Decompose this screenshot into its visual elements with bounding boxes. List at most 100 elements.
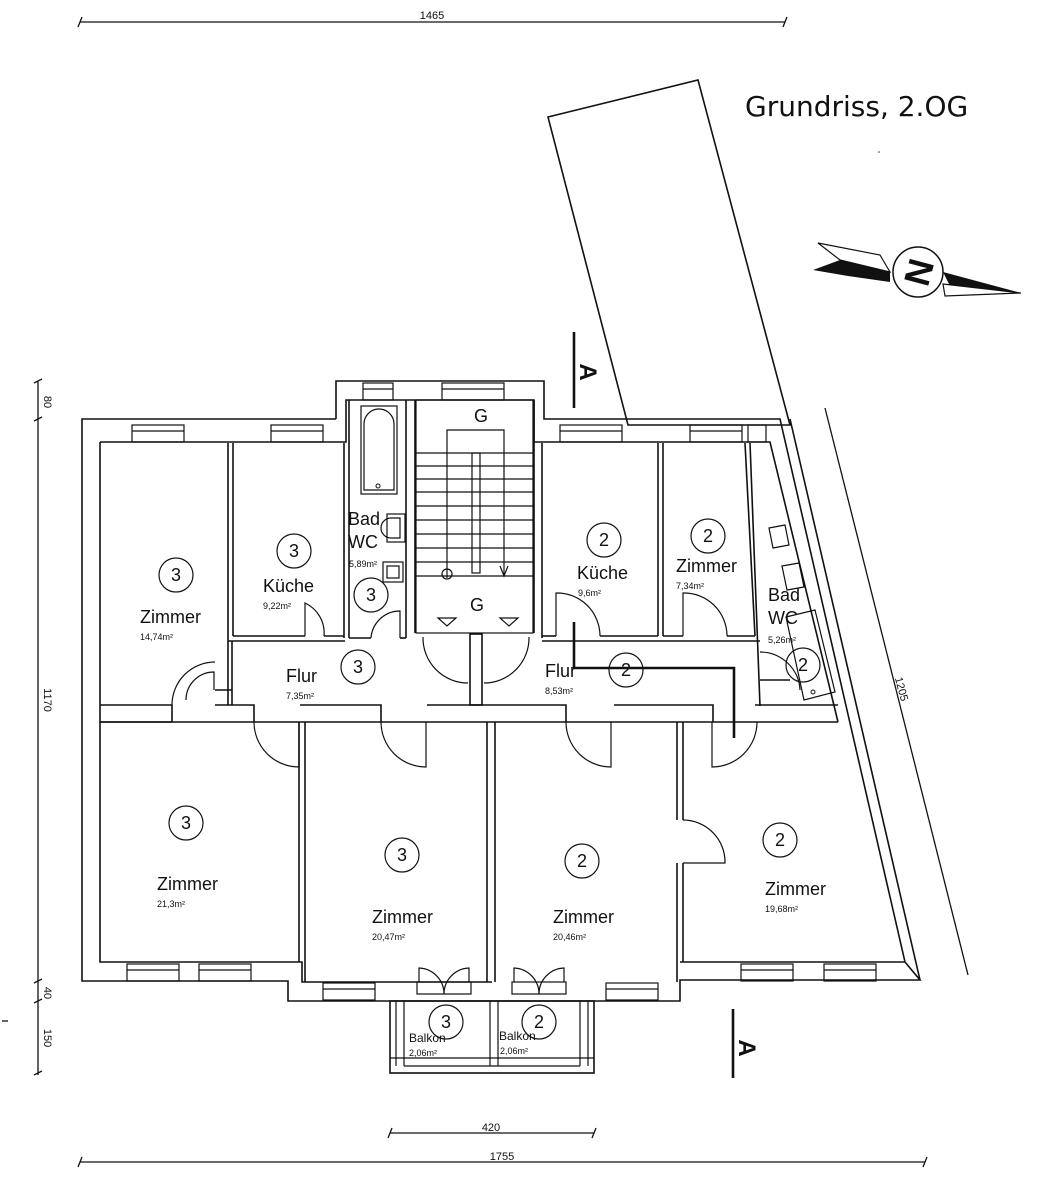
room-bad-3[interactable]: Bad WC 5,89m² 3 <box>348 509 389 613</box>
room-zimmer-2a[interactable]: 2 Zimmer 7,34m² <box>676 518 737 591</box>
toilet-unit-3 <box>382 561 404 583</box>
unit-badge <box>353 577 389 613</box>
stairwell: G G <box>415 399 534 634</box>
room-flur-3[interactable]: 3 Flur 7,35m² <box>286 649 376 701</box>
room-area: 7,35m² <box>286 691 314 701</box>
room-name: Küche <box>263 576 314 596</box>
svg-text:420: 420 <box>482 1122 500 1134</box>
windows-top <box>131 382 767 443</box>
svg-text:3: 3 <box>181 813 191 833</box>
unit-badge <box>168 805 204 841</box>
room-zimmer-3b[interactable]: 3 Zimmer 21,3m² <box>157 805 218 909</box>
room-zimmer-2b[interactable]: 2 Zimmer 20,46m² <box>553 843 614 942</box>
section-marker-bottom: A <box>731 1009 760 1078</box>
unit-badge <box>158 557 194 593</box>
room-kueche-3[interactable]: 3 Küche 9,22m² <box>263 533 314 611</box>
svg-text:1170: 1170 <box>41 688 53 712</box>
room-area: 9,22m² <box>263 601 291 611</box>
plan-title: Grundriss, 2.OG <box>745 90 968 123</box>
unit-badge <box>586 522 622 558</box>
room-zimmer-3a[interactable]: 3 Zimmer 14,74m² <box>140 557 201 642</box>
room-name: Küche <box>577 563 628 583</box>
room-name: Zimmer <box>372 907 433 927</box>
svg-text:A: A <box>733 1039 760 1056</box>
room-name: Zimmer <box>676 556 737 576</box>
dimension-bottom: 420 1755 <box>77 1122 928 1168</box>
room-name: Zimmer <box>553 907 614 927</box>
room-name: Flur <box>545 661 576 681</box>
balconies <box>389 1000 595 1074</box>
svg-text:1465: 1465 <box>420 10 444 22</box>
room-zimmer-3c[interactable]: 3 Zimmer 20,47m² <box>372 837 433 942</box>
room-area: 14,74m² <box>140 632 173 642</box>
svg-text:2: 2 <box>703 526 713 546</box>
dimension-left: 80 1170 40 150 <box>2 378 53 1076</box>
svg-text:80: 80 <box>41 396 53 408</box>
room-name-line1: Bad <box>768 585 800 605</box>
svg-text:2: 2 <box>621 660 631 680</box>
room-bad-2[interactable]: Bad WC 5,26m² 2 <box>768 585 821 683</box>
dimension-right: 1205 <box>824 407 969 976</box>
room-name: Zimmer <box>765 879 826 899</box>
room-name-line2: WC <box>768 608 798 628</box>
room-area: 20,47m² <box>372 932 405 942</box>
room-name: Zimmer <box>157 874 218 894</box>
room-balkon-3[interactable]: 3 Balkon 2,06m² <box>409 1004 464 1058</box>
svg-text:1205: 1205 <box>892 676 910 703</box>
room-area: 5,89m² <box>349 559 377 569</box>
svg-text:150: 150 <box>41 1029 53 1047</box>
room-area: 19,68m² <box>765 904 798 914</box>
bathtub-unit-2 <box>785 609 836 701</box>
svg-text:3: 3 <box>441 1012 451 1032</box>
room-kueche-2[interactable]: 2 Küche 9,6m² <box>577 522 628 598</box>
room-area: 8,53m² <box>545 686 573 696</box>
svg-text:3: 3 <box>353 657 363 677</box>
room-area: 5,26m² <box>768 635 796 645</box>
stray-dot <box>878 151 880 153</box>
unit-badge <box>690 518 726 554</box>
svg-text:A: A <box>574 363 601 380</box>
unit-badge <box>608 652 644 688</box>
svg-text:2: 2 <box>599 530 609 550</box>
room-area: 9,6m² <box>578 588 601 598</box>
svg-text:2: 2 <box>775 830 785 850</box>
sink-unit-2-a <box>768 524 790 549</box>
svg-text:2: 2 <box>798 655 808 675</box>
room-name: Balkon <box>499 1029 536 1043</box>
sink-unit-3 <box>380 513 406 543</box>
inner-walls <box>100 400 838 982</box>
svg-text:3: 3 <box>289 541 299 561</box>
unit-badge <box>521 1004 557 1040</box>
unit-badge <box>785 647 821 683</box>
unit-badge <box>428 1004 464 1040</box>
room-name-line2: WC <box>348 532 378 552</box>
room-area: 2,06m² <box>500 1046 528 1056</box>
svg-text:2: 2 <box>577 851 587 871</box>
svg-text:40: 40 <box>41 987 53 999</box>
unit-badge <box>340 649 376 685</box>
stairwell-label-bottom: G <box>470 595 484 615</box>
windows-bottom <box>126 963 877 1001</box>
compass-circle <box>892 246 944 298</box>
stairwell-label-top: G <box>474 406 488 426</box>
room-name: Flur <box>286 666 317 686</box>
compass-rose: N <box>813 242 1022 298</box>
unit-badge <box>762 822 798 858</box>
svg-text:1755: 1755 <box>490 1151 514 1163</box>
neighbour-building-outline <box>547 79 792 426</box>
doors <box>171 592 801 995</box>
dimension-top: 1465 <box>77 10 788 28</box>
svg-text:3: 3 <box>366 585 376 605</box>
svg-text:3: 3 <box>397 845 407 865</box>
room-name: Zimmer <box>140 607 201 627</box>
room-area: 2,06m² <box>409 1048 437 1058</box>
sink-unit-2-b <box>781 562 805 591</box>
room-flur-2[interactable]: 2 Flur 8,53m² <box>545 652 644 696</box>
room-name: Balkon <box>409 1031 446 1045</box>
room-zimmer-2c[interactable]: 2 Zimmer 19,68m² <box>762 822 826 914</box>
svg-text:3: 3 <box>171 565 181 585</box>
room-balkon-2[interactable]: 2 Balkon 2,06m² <box>499 1004 557 1056</box>
unit-badge <box>564 843 600 879</box>
room-area: 21,3m² <box>157 899 185 909</box>
